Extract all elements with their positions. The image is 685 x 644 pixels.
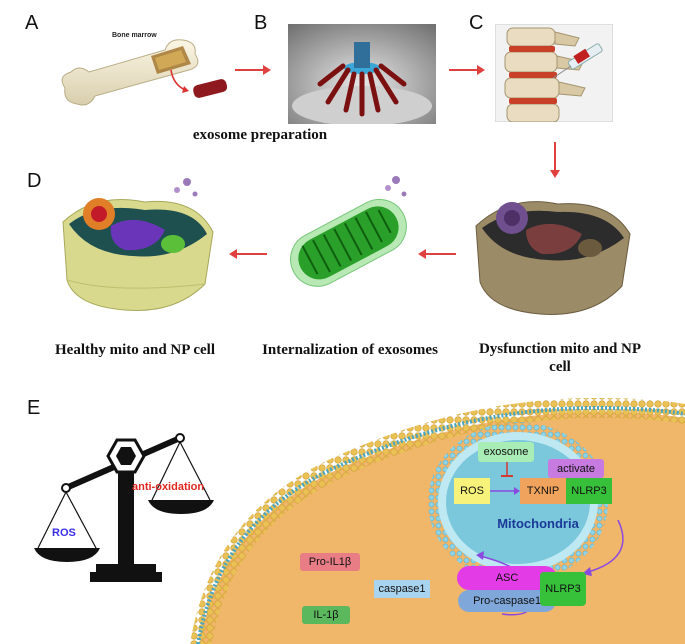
panel-label-b: B [254,12,268,34]
centrifuge-image [288,24,436,124]
healthy-cell-illustration [62,178,214,311]
arrow-dysfunction-to-internalization [418,249,456,259]
caption-dysfunction-line1: Dysfunction mito and NP [478,341,642,357]
mitochondrion-illustration [290,176,407,287]
txnip-box: TXNIP [520,478,566,504]
bone-illustration [61,39,228,106]
nlrp3-box-bottom: NLRP3 [540,572,586,606]
bone-marrow-label: Bone marrow [112,32,157,39]
caption-internalization: Internalization of exosomes [262,342,438,358]
nlrp3-box-top: NLRP3 [566,478,612,504]
activate-box: activate [548,459,604,478]
arrow-internalization-to-healthy [229,249,267,259]
il1b-box: IL-1β [302,606,350,624]
arrow-c-to-dysfunction [550,142,560,178]
arrow-a-to-b [235,65,271,75]
caption-dysfunction-line2: cell [549,359,571,375]
pro-il1b-box: Pro-IL1β [300,553,360,571]
spine-injection-image [495,24,613,122]
exosome-box: exosome [478,442,534,462]
scale-anti-oxidation-label: anti-oxidation [132,481,205,493]
arrow-b-to-c [449,65,485,75]
dysfunction-cell-illustration [475,201,631,315]
panel-label-a: A [25,12,39,34]
caption-healthy-cell: Healthy mito and NP cell [55,342,215,358]
mitochondria-label: Mitochondria [497,516,579,531]
scale-ros-label: ROS [52,527,76,539]
caption-dysfunction-cell: Dysfunction mito and NP cell [460,340,660,376]
balance-scale-illustration [34,433,214,582]
panel-label-c: C [469,12,484,34]
pro-caspase1-box: Pro-caspase1 [458,590,556,612]
panel-label-e: E [27,397,41,419]
ros-box: ROS [454,478,490,504]
caption-exosome-preparation: exosome preparation [192,127,328,143]
panel-label-d: D [27,170,42,192]
caspase1-box: caspase1 [374,580,430,598]
